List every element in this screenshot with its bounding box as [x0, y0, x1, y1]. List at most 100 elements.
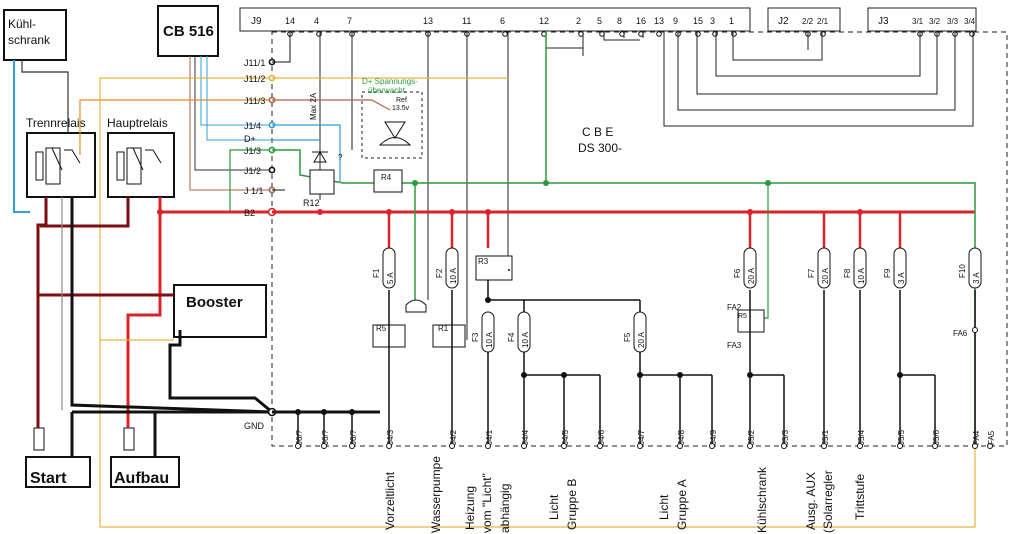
- wire-blue-fridge: [13, 60, 30, 213]
- j9-pin-15: 15: [693, 16, 703, 26]
- left-pin-label: J11/1: [244, 58, 265, 68]
- left-pin-label: J1/4: [244, 121, 261, 131]
- bottom-pin-label: J6/?: [349, 429, 358, 445]
- hauptrelais-box: [107, 132, 175, 198]
- junction-dot: [521, 372, 527, 378]
- junction-dot: [677, 372, 683, 378]
- bottom-pin-label: J4/7: [637, 429, 646, 445]
- relay-r1: [432, 324, 466, 348]
- j2-pin: 2/1: [817, 17, 829, 26]
- fa3-label: FA3: [727, 341, 742, 350]
- j9-label: J9: [251, 16, 262, 27]
- hauptrelais-label: Hauptrelais: [107, 116, 168, 130]
- fuse-f5: [633, 311, 647, 353]
- bottom-terminal: [449, 443, 455, 449]
- left-pin-label: J11/3: [244, 96, 265, 106]
- j3-terminal: [969, 31, 975, 37]
- fuse-f4: [517, 311, 531, 353]
- comparator-symbol: [384, 121, 406, 139]
- bottom-terminal: [972, 443, 978, 449]
- j9-pin-8: 8: [617, 16, 622, 26]
- fuse-f2: [445, 247, 459, 289]
- j9-pin-1: 1: [729, 16, 734, 26]
- bottom-pin-label: J6/?: [295, 429, 304, 445]
- j9-pin-3: 3: [710, 16, 715, 26]
- fuse-feeds: [387, 212, 862, 248]
- question-mark: ?: [338, 153, 343, 162]
- wire-j14: [272, 124, 341, 183]
- output-label: Kühlschrank: [755, 466, 769, 533]
- fuse-f10-name: F10: [958, 264, 967, 278]
- j3-pin: 3/2: [929, 17, 941, 26]
- fa6-label: FA6: [953, 329, 968, 338]
- left-pin-label: J11/2: [244, 74, 265, 84]
- j9-pin-14: 14: [285, 16, 295, 26]
- trennrelais-box: [26, 132, 96, 198]
- j9-terminal: [712, 31, 718, 37]
- junction-dot: [561, 372, 567, 378]
- bottom-terminal: [709, 443, 715, 449]
- output-lines: [388, 269, 976, 446]
- junction-dot: [321, 409, 327, 415]
- j2-pin: 2/2: [802, 17, 814, 26]
- cb516-box: CB 516: [157, 5, 219, 57]
- left-pin-label: J1/3: [244, 146, 261, 156]
- bottom-pin-label: FA5: [987, 430, 996, 445]
- wire-fridge-relay: [21, 60, 69, 133]
- j9-terminal: [656, 31, 662, 37]
- max-2a-label: Max 2A: [309, 92, 318, 120]
- wire-j111: [272, 42, 291, 63]
- aufbau-label: Aufbau: [114, 470, 169, 487]
- fa2-label: FA2: [727, 303, 742, 312]
- and-gate-symbol: [378, 137, 412, 146]
- start-label: Start: [30, 470, 67, 487]
- bottom-pin-label: FA4: [972, 430, 981, 445]
- wire-yellow: [99, 77, 976, 528]
- junction-dot: [449, 209, 455, 215]
- wire-green-dplus: [229, 149, 272, 212]
- r5-label: R5: [376, 324, 387, 333]
- dplus-note-2: überwacht: [368, 86, 406, 95]
- bottom-pin-label: J4/4: [521, 429, 530, 445]
- j3-pin: 3/1: [912, 17, 924, 26]
- wire-gnd-booster: [168, 330, 273, 414]
- wire-orange: [79, 99, 272, 155]
- bottom-terminal: [485, 443, 491, 449]
- fuse-f9-name: F9: [883, 268, 892, 278]
- fuse-f6-value: 20 A: [747, 267, 756, 284]
- r5-gate: [405, 299, 427, 313]
- j9-terminal: [502, 31, 508, 37]
- fuse-f9-value: 3 A: [897, 272, 906, 284]
- j9-pin-7: 7: [347, 16, 352, 26]
- j2-terminal: [820, 31, 826, 37]
- j9-pin-lines: [289, 31, 644, 340]
- dplus-monitor-box: [361, 91, 423, 159]
- left-terminal: [268, 166, 276, 174]
- junction-dot: [157, 209, 163, 215]
- fuse-f9: [893, 247, 907, 289]
- relay-r3: [475, 255, 513, 281]
- j9-terminal: [695, 31, 701, 37]
- j9-pin-4: 4: [314, 16, 319, 26]
- bottom-pin-label: J4/2: [449, 429, 458, 445]
- junction-dot: [747, 372, 753, 378]
- junction-dot: [485, 209, 491, 215]
- fuse-f7-name: F7: [807, 268, 816, 278]
- junction-dot: [412, 180, 418, 186]
- relay-r4: [373, 169, 403, 193]
- bottom-terminal: [597, 443, 603, 449]
- gnd-drops: [297, 412, 353, 446]
- bottom-terminal: [637, 443, 643, 449]
- fuse-f8-value: 10 A: [857, 267, 866, 284]
- bottom-terminal: [349, 443, 355, 449]
- j9-pin-13: 13: [423, 16, 433, 26]
- j9-terminal: [731, 31, 737, 37]
- fuse-f8: [853, 247, 867, 289]
- wire-j113: [272, 99, 391, 111]
- diode-symbol: [313, 151, 327, 163]
- bottom-pin-label: J5/3: [781, 429, 790, 445]
